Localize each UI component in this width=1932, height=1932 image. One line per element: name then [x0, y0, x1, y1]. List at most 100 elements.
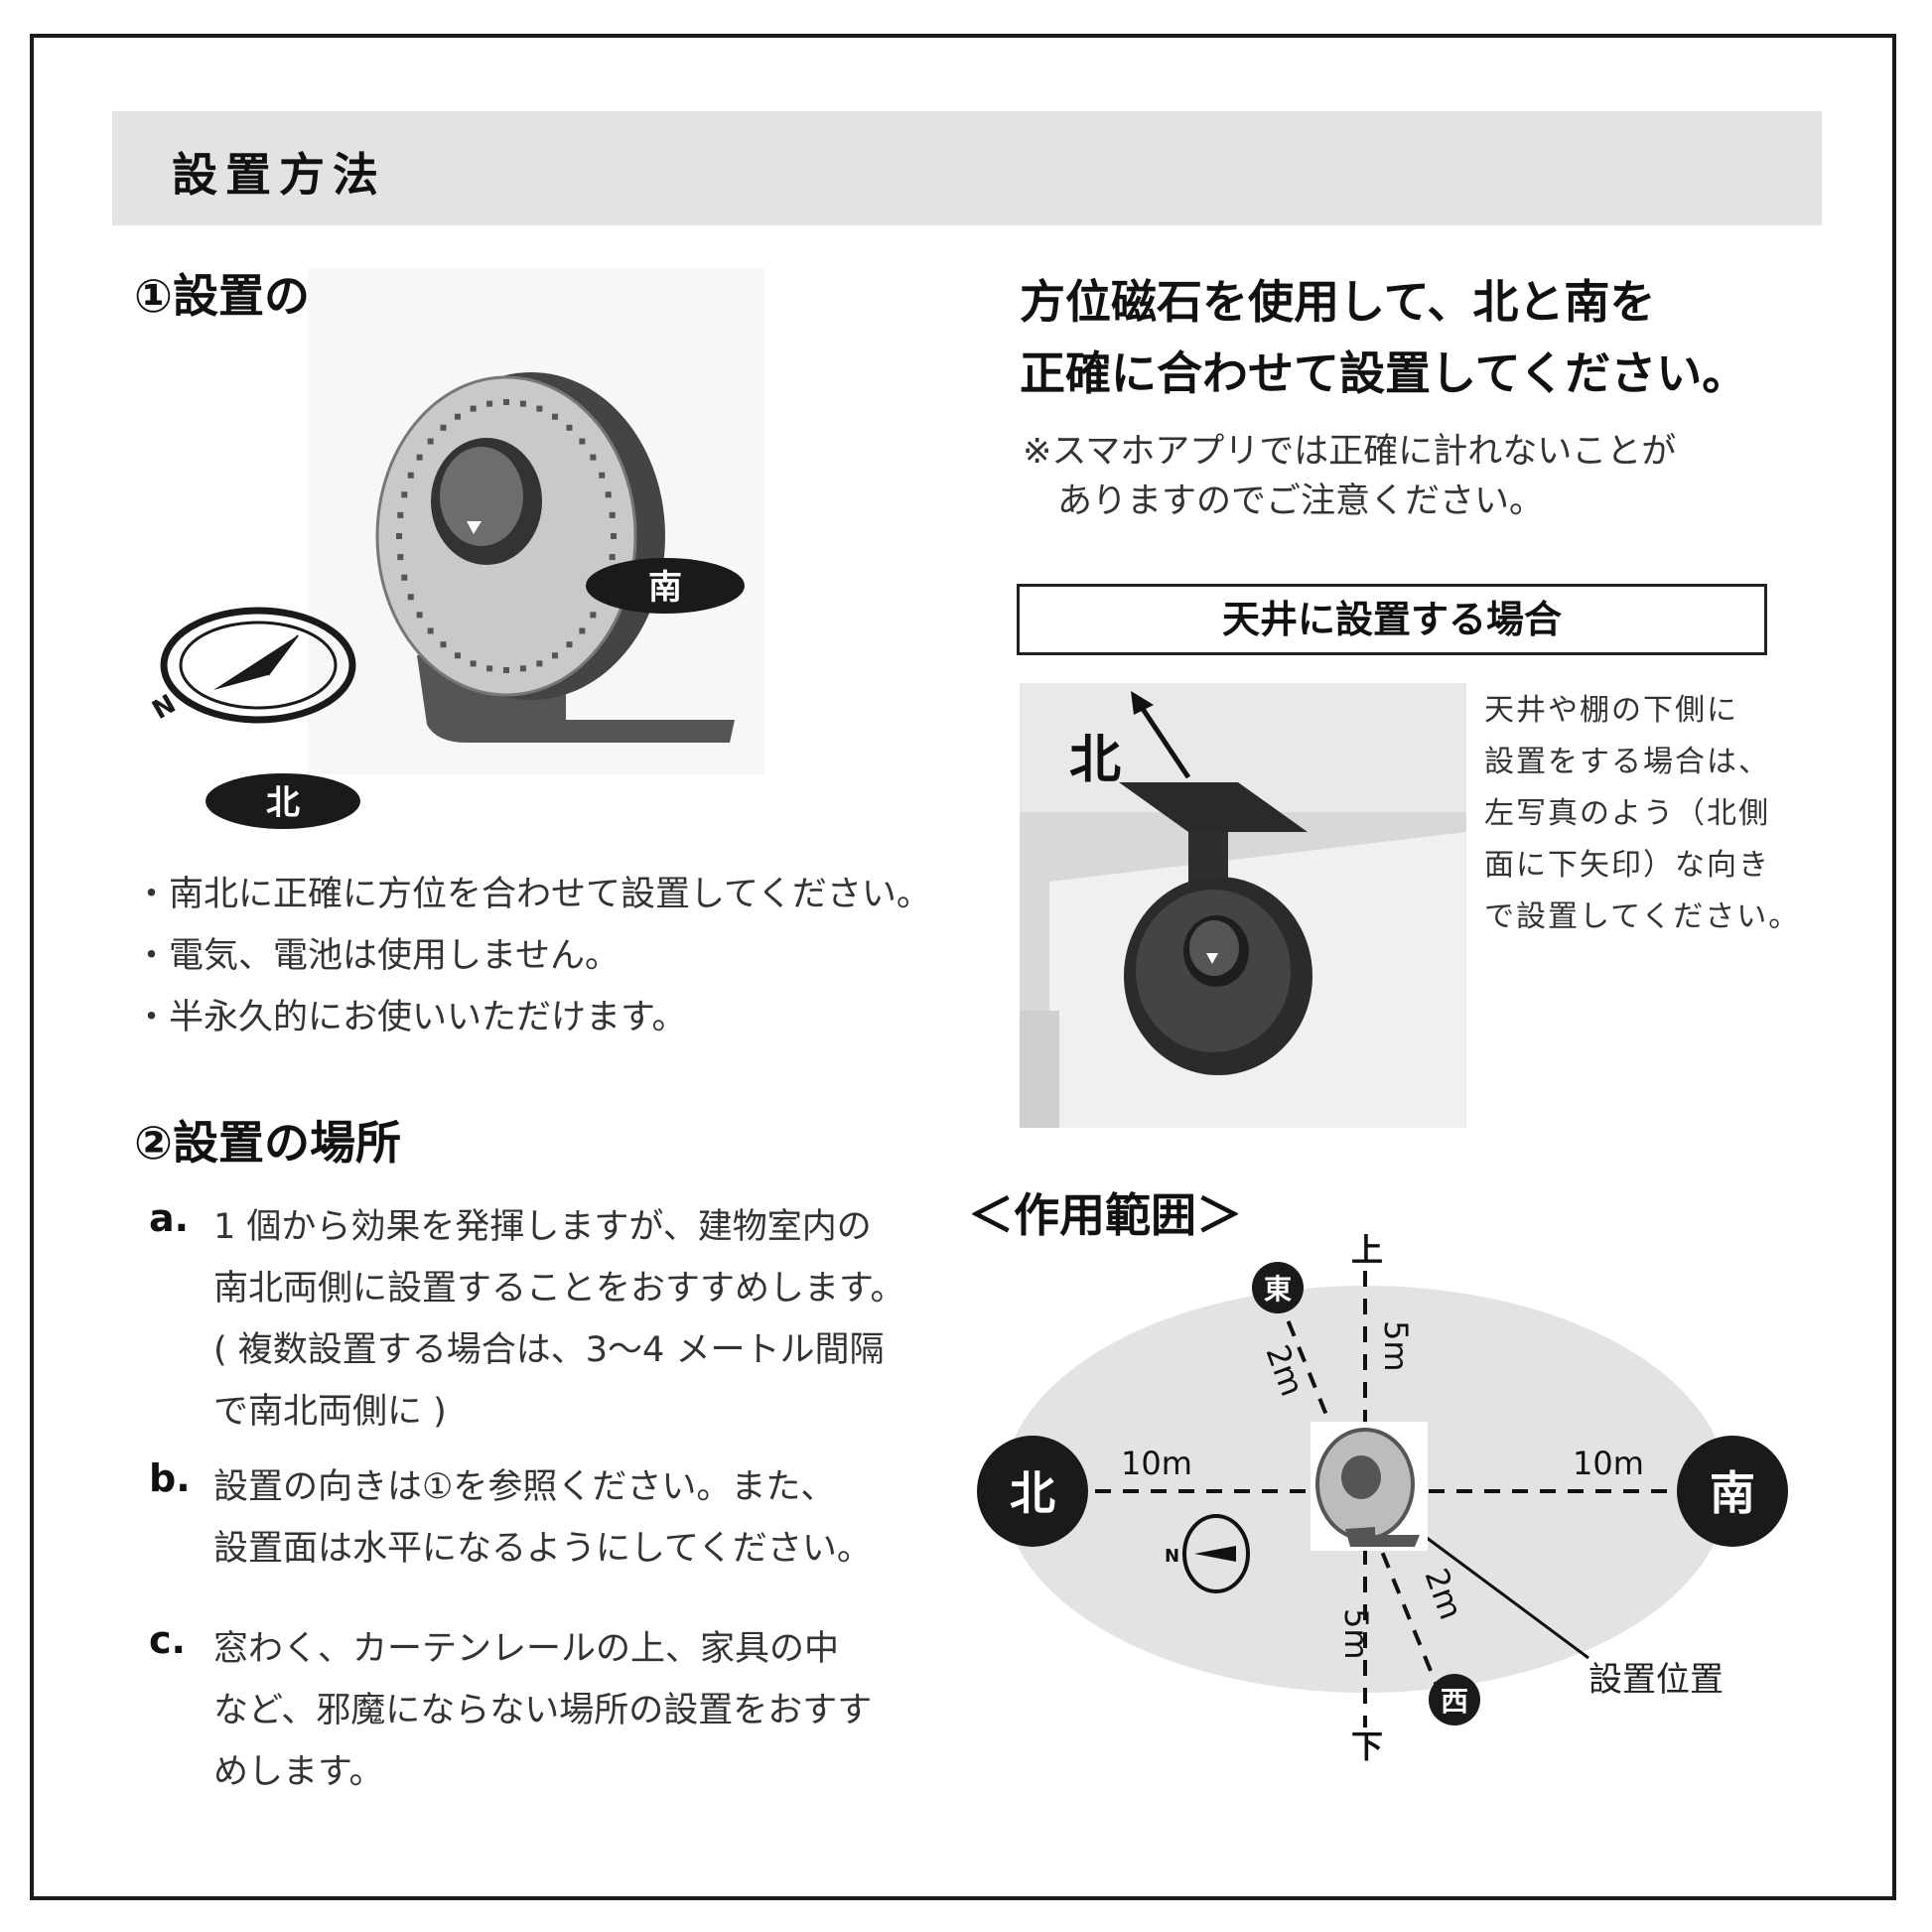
bullet-item: ・南北に正確に方位を合わせて設置してください。: [134, 875, 931, 914]
page-title: 設置方法: [172, 148, 386, 202]
ceiling-knob-arrow-icon: [1206, 953, 1218, 964]
range-west-circle: [1429, 1674, 1480, 1725]
item-line: 設置の向きは①を参照ください。また、: [213, 1467, 836, 1507]
dial-dots: [396, 399, 617, 673]
south-label: 南: [648, 568, 682, 608]
range-south-circle: [1677, 1436, 1788, 1547]
range-title: ＜作用範囲＞: [968, 1188, 1242, 1242]
dial-dot: [454, 652, 461, 659]
range-west-label: 西: [1441, 1685, 1468, 1718]
dial-dot: [609, 511, 616, 518]
ceiling-box-title: 天井に設置する場合: [1017, 584, 1767, 655]
ceiling-line: 左写真のよう（北側: [1484, 796, 1770, 831]
range-east-circle: [1252, 1262, 1304, 1313]
device-knob: [440, 447, 523, 546]
compass-icon: N: [148, 607, 356, 726]
item-line: 設置面は水平になるようにしてください。: [213, 1529, 872, 1569]
item-line: ( 複数設置する場合は、3〜4 メートル間隔: [213, 1330, 885, 1370]
dial-dot: [590, 454, 597, 461]
warning-line: ありますのでご注意ください。: [1023, 482, 1545, 521]
dial-dot: [579, 627, 586, 634]
ceiling-bracket: [1119, 782, 1308, 832]
bullet-item: ・半永久的にお使いいただけます。: [134, 998, 687, 1037]
section2-title: ②設置の場所: [134, 1116, 401, 1170]
dial-dot: [566, 641, 573, 648]
alignment-note: 方位磁石を使用して、北と南を 正確に合わせて設置してください。: [1020, 266, 1747, 409]
dial-dot: [552, 413, 559, 420]
knob-arrow-icon: [467, 521, 482, 534]
dial-dot: [440, 424, 447, 431]
dial-dot: [536, 405, 543, 412]
dial-dot: [486, 400, 493, 407]
item-line: で南北両側に ): [213, 1392, 447, 1432]
north-arrow-icon: [1136, 701, 1191, 779]
range-diagram: N 北 南 東 西 上 下 10m 10m 5m 5m 2m 2m 設置位置: [977, 1231, 1788, 1765]
south-bubble: [586, 558, 745, 614]
range-north-label: 北: [1010, 1466, 1055, 1520]
item-line: 南北両側に設置することをおすすめします。: [213, 1269, 905, 1309]
dial-dot: [579, 438, 586, 445]
range-north-circle: [977, 1436, 1088, 1547]
section1-bullets: ・南北に正確に方位を合わせて設置してください。 ・電気、電池は使用しません。 ・…: [134, 864, 931, 1048]
item-letter: a.: [149, 1196, 190, 1240]
dial-dot: [427, 627, 434, 634]
note-line: 正確に合わせて設置してください。: [1020, 346, 1748, 400]
item-letter: b.: [149, 1456, 191, 1500]
range-up-label: 上: [1351, 1231, 1383, 1269]
bullet-item: ・電気、電池は使用しません。: [134, 936, 620, 976]
dial-dot: [440, 641, 447, 648]
dial-dot: [605, 491, 612, 498]
item-letter: c.: [149, 1618, 186, 1662]
dist-south-label: 10m: [1573, 1445, 1644, 1482]
dial-dot: [401, 491, 408, 498]
dial-dot: [566, 424, 573, 431]
dial-dot: [552, 652, 559, 659]
range-south-label: 南: [1710, 1466, 1755, 1520]
dial-dot: [416, 612, 423, 619]
dial-dot: [397, 554, 404, 561]
range-compass-icon: N: [1165, 1514, 1250, 1593]
item-line: など、邪魔にならない場所の設置をおすす: [213, 1691, 873, 1730]
dial-dot: [407, 594, 414, 601]
ceiling-instructions: 天井や棚の下側に 設置をする場合は、 左写真のよう（北側 面に下矢印）な向き で…: [1484, 685, 1800, 943]
dial-dot: [407, 472, 414, 479]
dial-dot: [470, 660, 477, 667]
device-illustration: 南 N 北: [148, 268, 764, 829]
svg-text:N: N: [1165, 1546, 1179, 1567]
header-bar: 設置方法: [112, 111, 1822, 225]
east-west-line: [1276, 1295, 1442, 1694]
dial-dot: [470, 405, 477, 412]
dial-dot: [396, 533, 402, 539]
item-line: 1 個から効果を発揮しますが、建物室内の: [213, 1207, 872, 1247]
dial-dot: [611, 533, 617, 539]
north-bubble: [206, 773, 360, 829]
ceiling-line: で設置してください。: [1484, 899, 1801, 934]
note-line: 方位磁石を使用して、北と南を: [1020, 275, 1656, 329]
smartphone-warning: ※スマホアプリでは正確に計れないことが ありますのでご注意ください。: [1023, 427, 1676, 526]
dial-dot: [503, 399, 509, 405]
range-down-label: 下: [1351, 1727, 1383, 1765]
north-label: 北: [266, 783, 300, 823]
dial-dot: [397, 511, 404, 518]
ceiling-north-label: 北: [1069, 731, 1121, 790]
ceiling-photo: 北: [1020, 683, 1466, 1128]
ceiling-line: 設置をする場合は、: [1484, 745, 1770, 779]
dist-down-label: 5m: [1337, 1608, 1375, 1660]
dial-dot: [536, 660, 543, 667]
dial-dot: [519, 665, 526, 672]
item-line: 窓わく、カーテンレールの上、家具の中: [213, 1629, 840, 1669]
dial-dot: [486, 665, 493, 672]
position-pointer-line: [1414, 1527, 1589, 1660]
item-line: めします。: [213, 1752, 384, 1792]
ceiling-line: 天井や棚の下側に: [1484, 693, 1738, 728]
position-label: 設置位置: [1588, 1660, 1724, 1700]
dist-north-label: 10m: [1121, 1445, 1192, 1482]
dist-up-label: 5m: [1377, 1320, 1415, 1372]
dial-dot: [401, 574, 408, 581]
dial-dot: [519, 400, 526, 407]
warning-line: ※スマホアプリでは正確に計れないことが: [1023, 432, 1677, 472]
dial-dot: [599, 472, 606, 479]
dial-dot: [590, 612, 597, 619]
dial-dot: [427, 438, 434, 445]
dial-dot: [416, 454, 423, 461]
